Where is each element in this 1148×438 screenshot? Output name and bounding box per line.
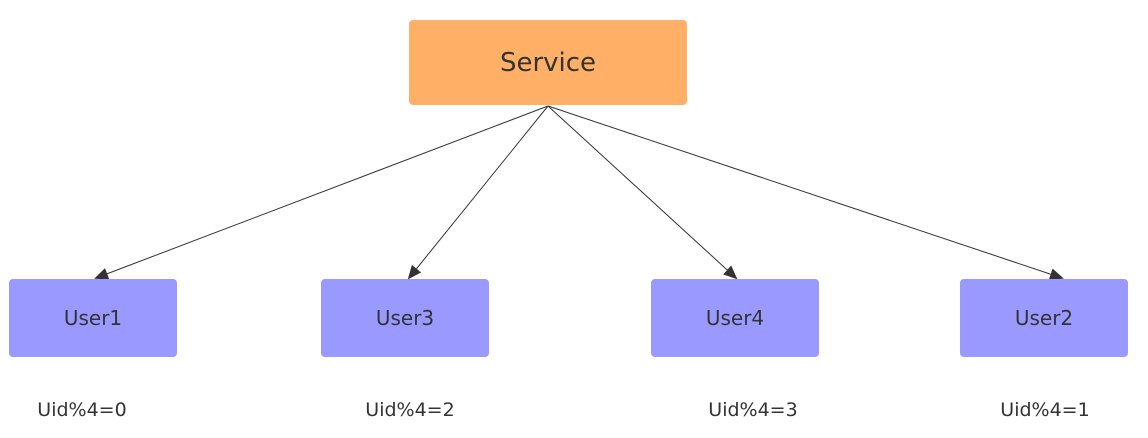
- service-node: Service: [409, 20, 687, 105]
- user4-caption: Uid%4=3: [708, 399, 798, 421]
- edge-service-user4: [547, 105, 738, 280]
- user4-node-label: User4: [705, 306, 765, 330]
- edge-service-user3: [407, 105, 549, 280]
- user1-caption: Uid%4=0: [37, 399, 127, 421]
- user2-node-label: User2: [1014, 306, 1074, 330]
- user1-node-label: User1: [63, 306, 123, 330]
- service-node-label: Service: [499, 47, 597, 78]
- edge-service-user2: [547, 105, 1064, 280]
- user3-node-label: User3: [375, 306, 435, 330]
- edge-service-user1: [94, 105, 549, 280]
- user4-node: User4: [651, 279, 819, 357]
- user3-caption: Uid%4=2: [365, 399, 455, 421]
- user1-node: User1: [9, 279, 177, 357]
- user2-caption: Uid%4=1: [1000, 399, 1090, 421]
- user2-node: User2: [960, 279, 1128, 357]
- user3-node: User3: [321, 279, 489, 357]
